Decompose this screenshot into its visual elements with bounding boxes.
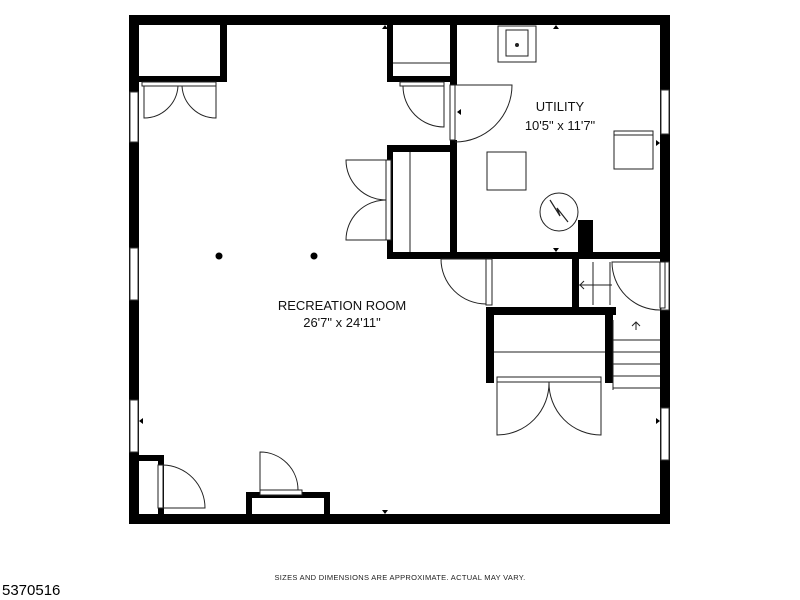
appliance-icon <box>613 130 654 170</box>
door-leaf <box>141 81 217 87</box>
support-column <box>215 252 223 260</box>
exterior-walls <box>129 15 670 524</box>
window-right-3 <box>660 407 670 461</box>
window-right-1 <box>660 89 670 135</box>
window-left-2 <box>129 247 139 301</box>
disclaimer-text: SIZES AND DIMENSIONS ARE APPROXIMATE. AC… <box>274 573 526 582</box>
support-column <box>310 252 318 260</box>
detail-lines <box>260 62 660 491</box>
stair-arrows <box>579 280 641 330</box>
markers <box>139 25 660 514</box>
doors <box>141 81 666 509</box>
columns <box>215 252 318 260</box>
water-heater-icon <box>486 151 527 191</box>
utility-room-dimensions: 10'5" x 11'7" <box>525 118 596 133</box>
listing-id: 5370516 <box>2 582 61 599</box>
window-left-1 <box>129 91 139 143</box>
recreation-room-name: RECREATION ROOM <box>278 298 406 313</box>
utility-fixtures <box>486 25 654 232</box>
recreation-room-dimensions: 26'7" x 24'11" <box>303 315 381 330</box>
utility-room-name: UTILITY <box>536 99 585 114</box>
window-left-3 <box>129 399 139 453</box>
